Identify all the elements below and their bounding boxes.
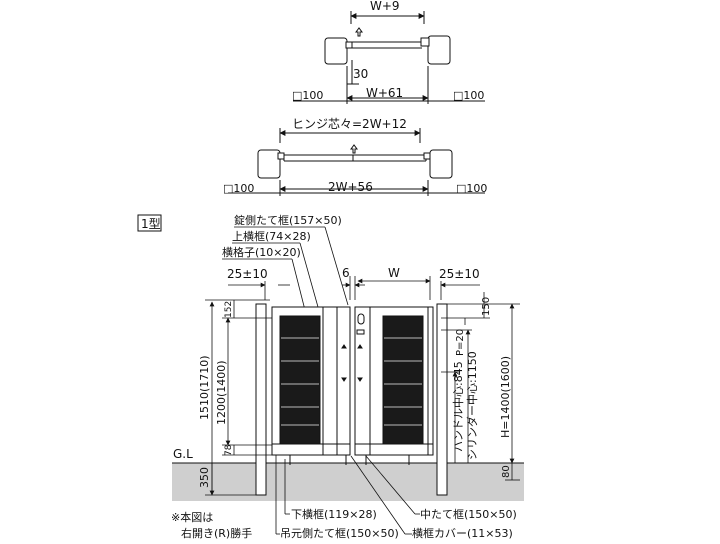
plan-single-post-right xyxy=(427,35,451,65)
dim-lines-horizontal xyxy=(228,276,480,300)
callout-bottom-rail: 下横框(119×28) xyxy=(291,507,377,521)
dim-ground-80: 80 xyxy=(501,465,512,478)
dim-lines-right xyxy=(441,292,520,481)
plan-double-post-right-label: □100 xyxy=(456,182,487,195)
plan-single-dim-top: W+9 xyxy=(370,0,400,13)
ground-label: G.L xyxy=(173,447,193,461)
plan-single-dim-gap: 30 xyxy=(353,67,368,81)
plan-single-dim-bottom: W+61 xyxy=(366,86,403,100)
plan-single-post-right-label: □100 xyxy=(453,89,484,102)
dim-lines-left xyxy=(205,299,272,496)
callout-hinge-stile: 吊元側たて框(150×50) xyxy=(280,527,399,540)
dim-panel-height: 1200(1400) xyxy=(215,360,228,425)
dim-width: W xyxy=(388,266,400,280)
plan-single-post-left-label: □100 xyxy=(292,89,323,102)
dim-left-gap: 25±10 xyxy=(227,267,268,281)
callout-mid-stile: 中たて框(150×50) xyxy=(420,508,517,521)
plan-single-post-left xyxy=(324,37,348,65)
plan-double-post-right xyxy=(429,149,453,179)
callout-rail-cover: 横框カバー(11×53) xyxy=(412,526,513,540)
plan-double-dim-top: ヒンジ芯々=2W+12 xyxy=(292,117,407,131)
dim-total-height: 1510(1710) xyxy=(198,355,211,420)
gate-leaf-left xyxy=(271,306,351,456)
gate-leaf-right xyxy=(354,306,434,456)
callout-lock-stile: 錠側たて框(157×50) xyxy=(234,213,342,227)
lattice-panel-right xyxy=(382,315,424,445)
dim-pitch: P=20 xyxy=(455,329,466,356)
callout-leaders-bottom xyxy=(275,455,420,535)
dim-height-h: H=1400(1600) xyxy=(499,356,512,438)
note-line-1: ※本図は xyxy=(171,510,213,524)
cylinder-lock-icon xyxy=(357,313,365,325)
type-label: 1型 xyxy=(141,217,161,231)
type-label-box xyxy=(137,214,162,232)
note-line-2: 右開き(R)勝手 xyxy=(181,526,252,540)
open-direction-arrow-icon xyxy=(355,27,363,37)
dim-bottom-78: 78 xyxy=(224,444,234,456)
dim-handle-center: ハンドル中心:845 xyxy=(452,361,465,452)
plan-double xyxy=(228,128,485,196)
dim-cylinder-center: シリンダー中心:1150 xyxy=(465,351,479,460)
plan-double-dim-bottom: 2W+56 xyxy=(328,180,373,194)
plan-double-post-left-label: □100 xyxy=(223,182,254,195)
gate-feet xyxy=(289,455,410,465)
post-left xyxy=(255,303,267,496)
callout-top-rail: 上横框(74×28) xyxy=(232,229,311,243)
dim-center-gap: 6 xyxy=(342,266,350,280)
plan-single xyxy=(293,11,485,104)
double-open-arrow-icon xyxy=(350,144,358,154)
dim-foundation-350: 350 xyxy=(198,467,211,488)
dim-top-152: 152 xyxy=(224,301,234,318)
post-right xyxy=(436,303,448,496)
plan-double-post-left xyxy=(257,149,281,179)
dim-right-gap: 25±10 xyxy=(439,267,480,281)
dim-right-150: 150 xyxy=(481,297,492,316)
callout-lattice: 横格子(10×20) xyxy=(222,245,301,259)
